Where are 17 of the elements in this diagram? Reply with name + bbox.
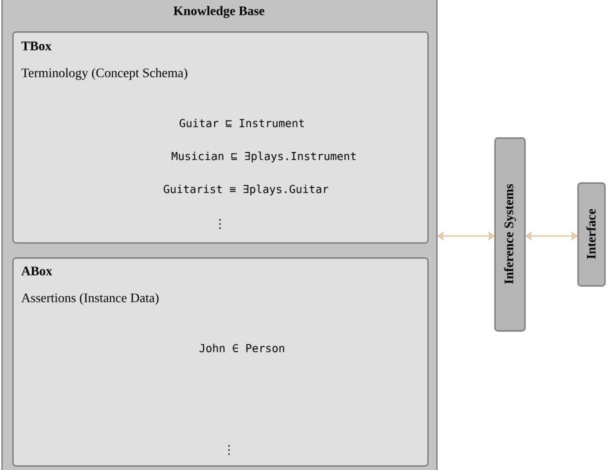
box-heading: ABox bbox=[21, 266, 52, 276]
axiom-formula: John ∈ Person bbox=[200, 344, 284, 352]
vertical-ellipsis: ⋮ bbox=[219, 219, 221, 229]
axiom-formula: Guitar ⊑ Instrument bbox=[180, 118, 304, 128]
abox-box bbox=[12, 257, 429, 467]
box-title: Knowledge Base bbox=[174, 6, 264, 18]
box-heading: TBox bbox=[21, 42, 52, 50]
axiom-formula: Guitarist ≡ ∃plays.Guitar bbox=[164, 184, 328, 196]
tbox-box bbox=[12, 31, 429, 244]
box-subtitle: Terminology (Concept Schema) bbox=[21, 68, 188, 80]
vertical-ellipsis: ⋮ bbox=[228, 445, 230, 455]
inference-systems-box bbox=[494, 137, 526, 332]
axiom-formula: Musician ⊑ ∃plays.Instrument bbox=[172, 152, 356, 162]
interface-box bbox=[577, 182, 606, 287]
box-label: Inference Systems bbox=[504, 184, 516, 284]
box-label: Interface bbox=[586, 209, 596, 259]
box-subtitle: Assertions (Instance Data) bbox=[21, 293, 159, 305]
